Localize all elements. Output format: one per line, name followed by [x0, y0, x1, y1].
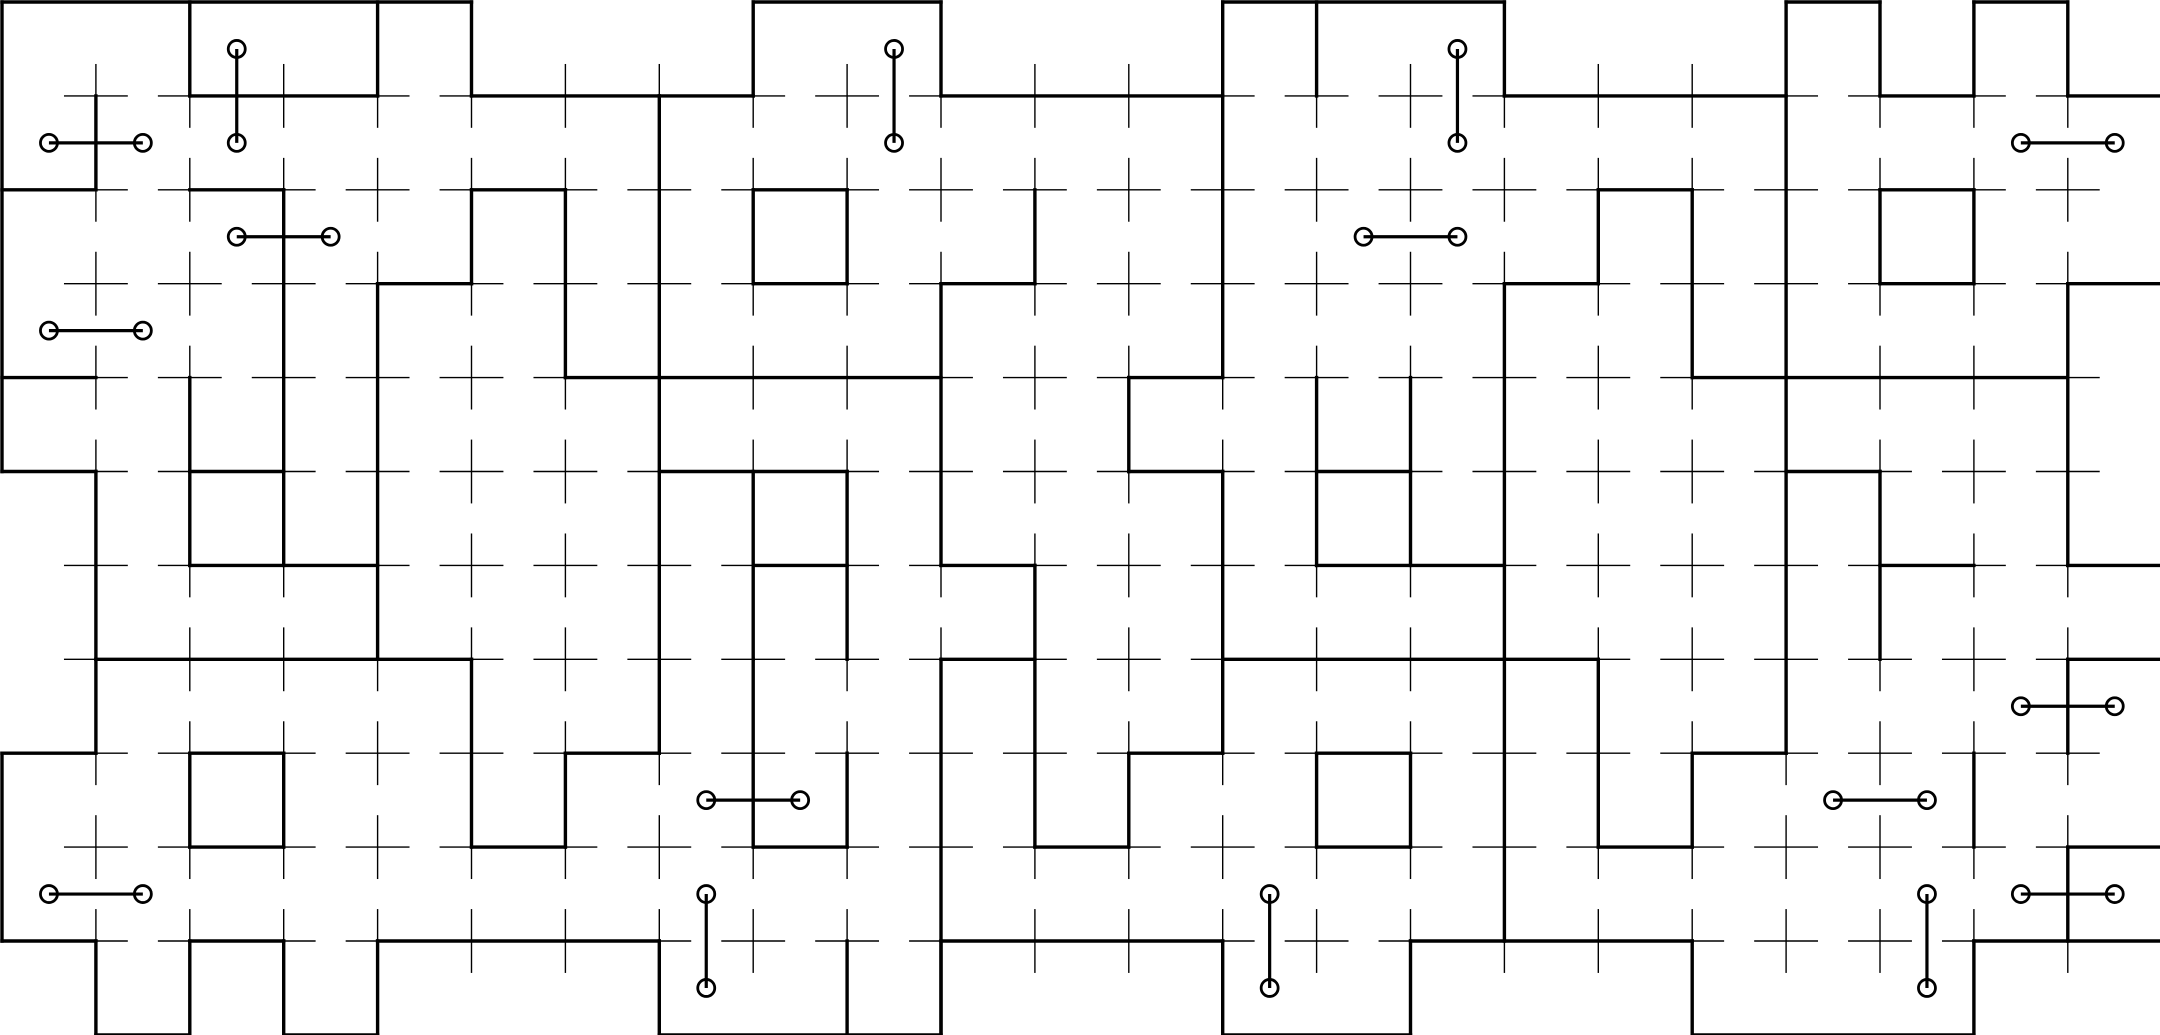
- peg-circle: [1823, 790, 1843, 811]
- peg-circle: [696, 978, 717, 998]
- peg-circle: [1447, 132, 1468, 153]
- peg-circle: [1259, 978, 1280, 998]
- dumbbell: [2010, 884, 2125, 904]
- peg-circle: [226, 39, 247, 59]
- peg-circle: [696, 790, 717, 811]
- dumbbell: [884, 39, 904, 153]
- dumbbell: [1353, 226, 1468, 247]
- peg-circle: [1447, 39, 1468, 59]
- peg-circle: [226, 132, 247, 153]
- dumbbell: [1823, 790, 1937, 811]
- dumbbell: [226, 226, 341, 247]
- dumbbell: [226, 39, 247, 153]
- peg-circle: [1917, 790, 1937, 811]
- peg-circle: [39, 320, 59, 341]
- peg-circle: [696, 884, 717, 904]
- peg-circle: [320, 226, 341, 247]
- dumbbell: [39, 884, 153, 904]
- peg-circle: [1917, 884, 1937, 904]
- peg-circle: [2104, 132, 2125, 153]
- dumbbell: [39, 132, 153, 153]
- peg-circle: [132, 132, 153, 153]
- peg-circle: [132, 884, 153, 904]
- peg-circle: [790, 790, 811, 811]
- peg-circle: [2104, 884, 2125, 904]
- pegs: [39, 39, 2125, 998]
- peg-circle: [2010, 696, 2031, 717]
- dumbbell: [1447, 39, 1468, 153]
- dumbbell: [1917, 884, 1937, 998]
- peg-circle: [226, 226, 247, 247]
- peg-circle: [1353, 226, 1374, 247]
- dumbbell: [696, 790, 811, 811]
- peg-circle: [132, 320, 153, 341]
- peg-circle: [39, 884, 59, 904]
- dumbbell: [696, 884, 717, 998]
- peg-circle: [1917, 978, 1937, 998]
- dumbbell: [39, 320, 153, 341]
- dumbbell: [2010, 132, 2125, 153]
- peg-circle: [1259, 884, 1280, 904]
- peg-circle: [884, 39, 904, 59]
- peg-circle: [2010, 884, 2031, 904]
- dumbbell: [1259, 884, 1280, 998]
- grid-crosses: [63, 63, 2100, 973]
- dumbbell: [2010, 696, 2125, 717]
- peg-circle: [39, 132, 59, 153]
- peg-circle: [2010, 132, 2031, 153]
- peg-circle: [1447, 226, 1468, 247]
- peg-circle: [2104, 696, 2125, 717]
- peg-circle: [884, 132, 904, 153]
